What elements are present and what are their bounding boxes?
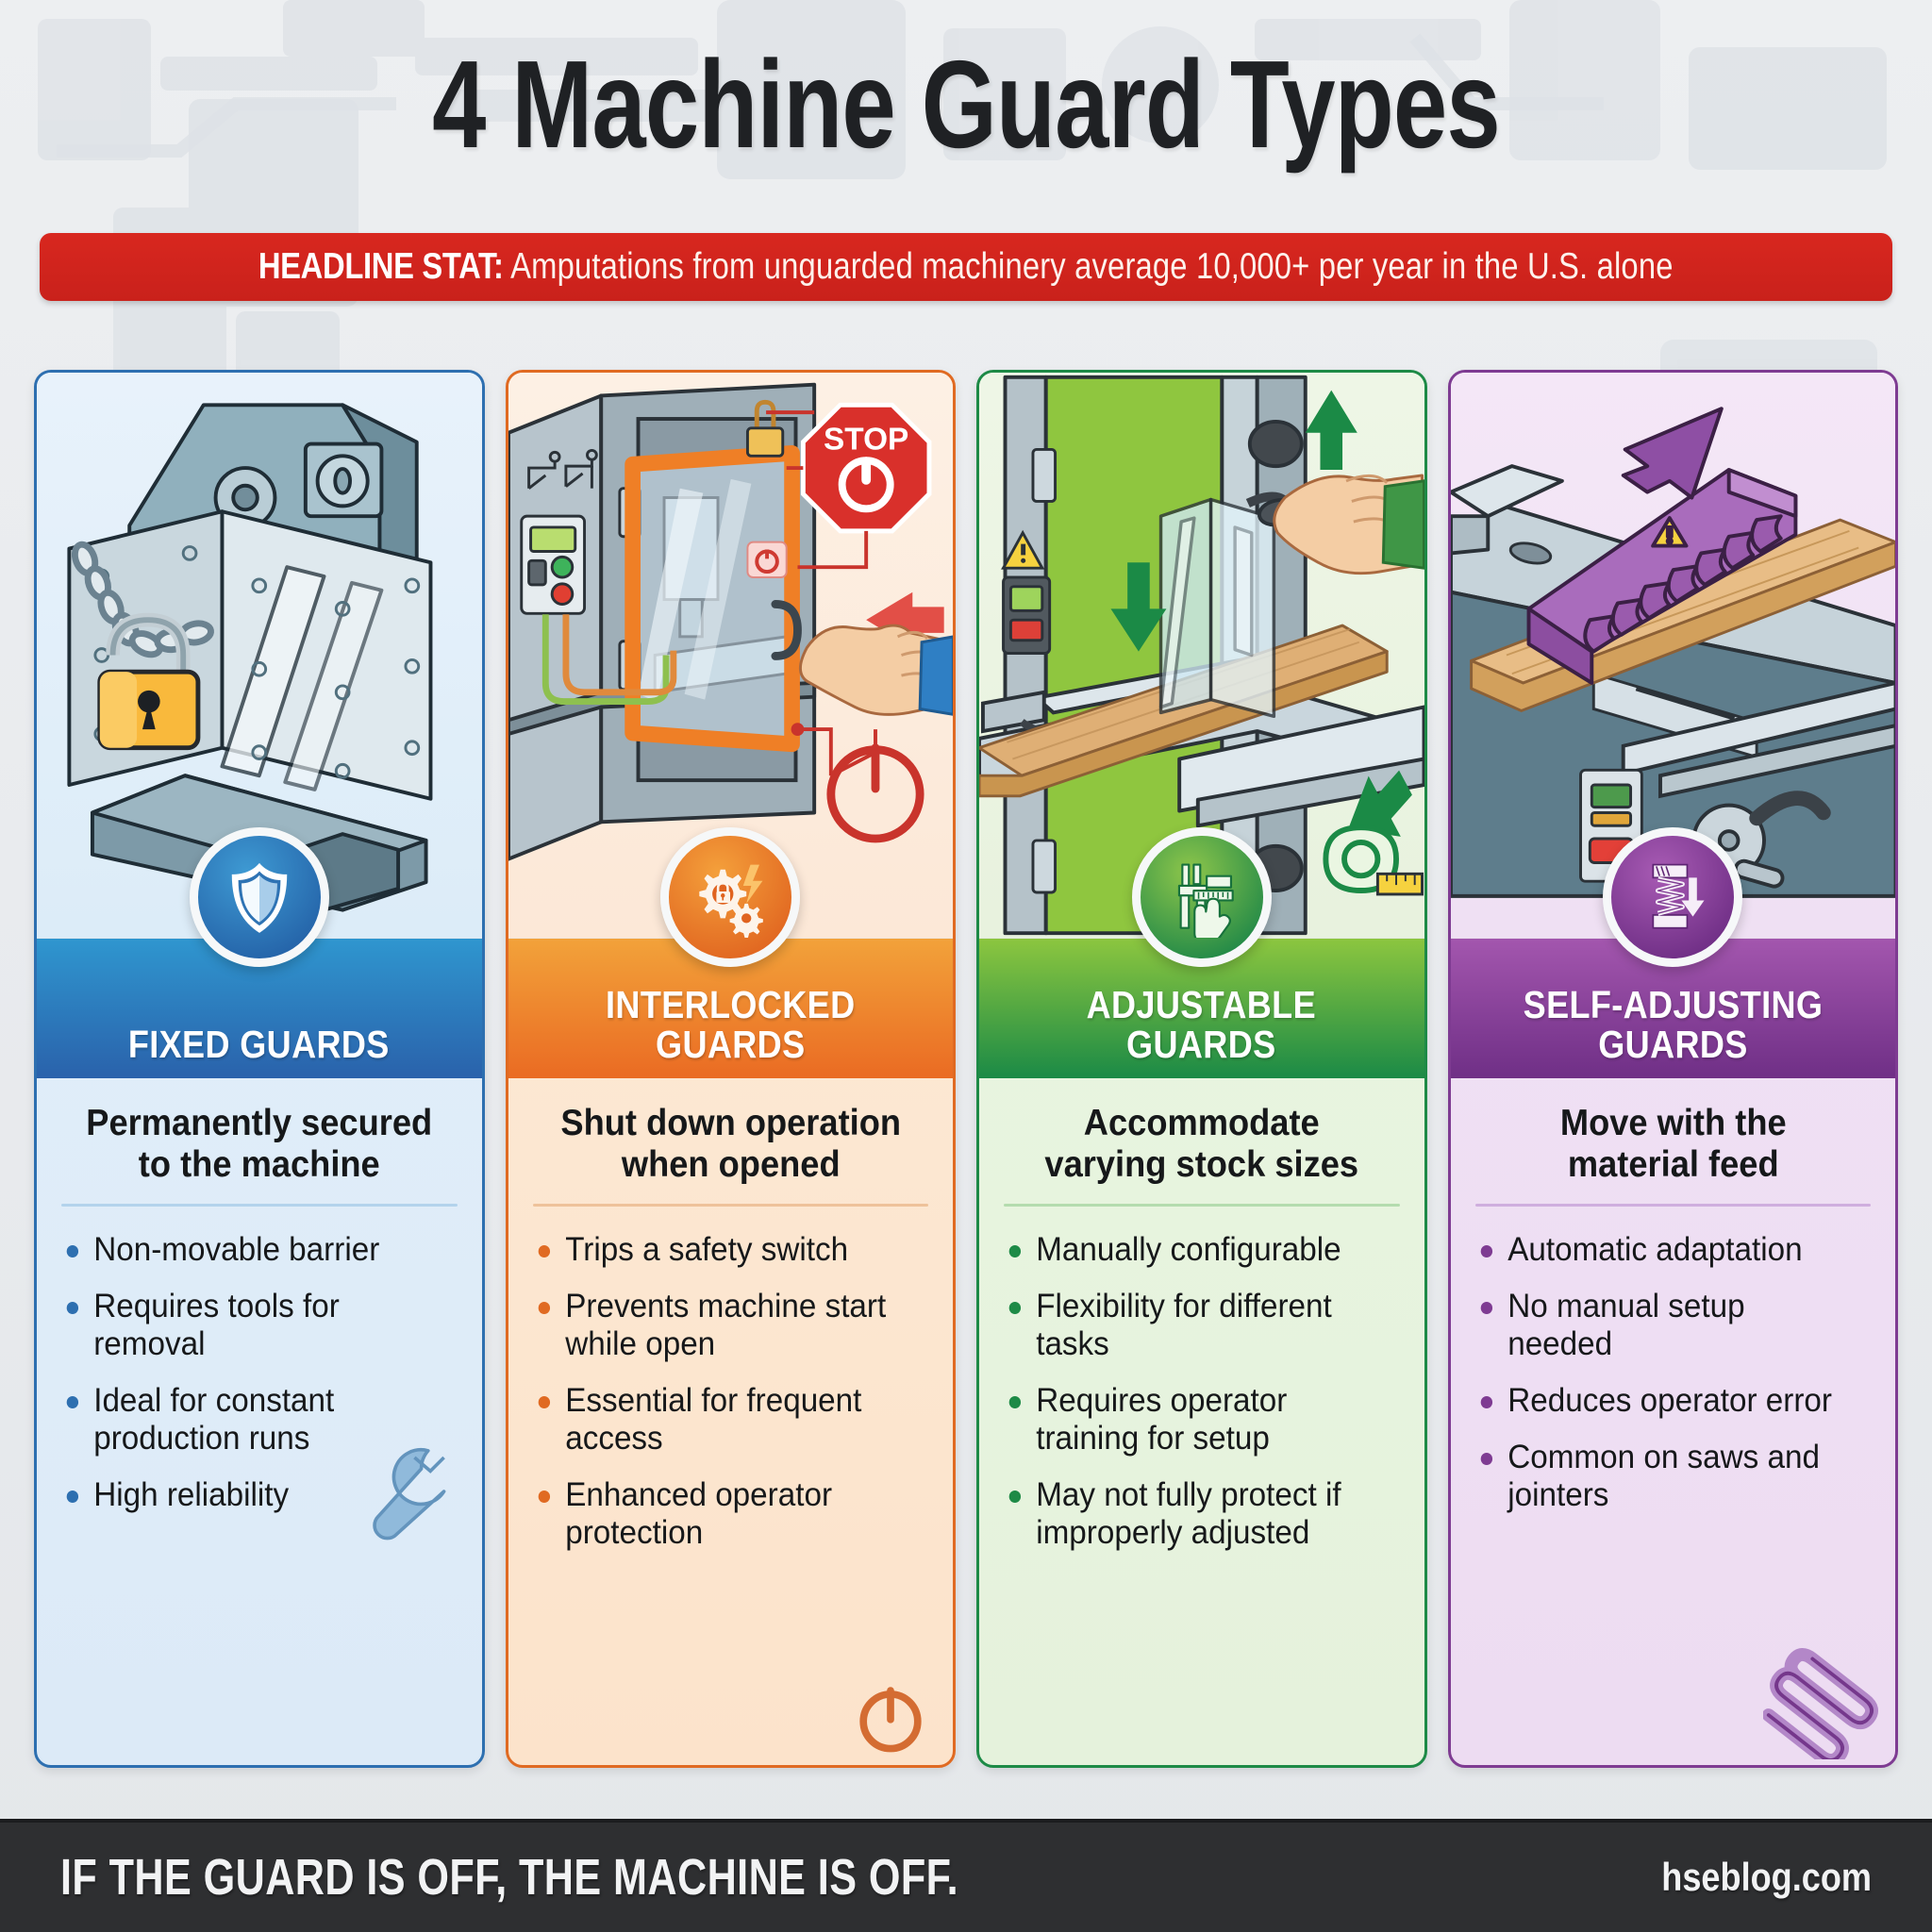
headline-stat-banner: HEADLINE STAT: Amputations from unguarde… [40, 233, 1892, 301]
spring-arrow-icon [1603, 827, 1743, 967]
bullet-list-interlocked-guards: Trips a safety switch Prevents machine s… [508, 1207, 954, 1765]
list-item: Automatic adaptation [1475, 1231, 1857, 1269]
card-header-fixed-guards: FIXED GUARDS [37, 827, 482, 1078]
card-subtitle-adjustable-guards: Accommodate varying stock sizes [1044, 1103, 1359, 1185]
page-title: 4 Machine Guard Types [432, 35, 1501, 174]
footer-site-url: hseblog.com [1661, 1855, 1872, 1899]
bullet-list-self-adjusting-guards: Automatic adaptation No manual setup nee… [1451, 1207, 1896, 1765]
list-item: Reduces operator error [1475, 1382, 1857, 1420]
gear-lock-bolt-icon [660, 827, 801, 967]
card-header-adjustable-guards: ADJUSTABLE GUARDS [979, 827, 1424, 1078]
list-item: Prevents machine start while open [533, 1288, 914, 1363]
card-title-adjustable-guards: ADJUSTABLE GUARDS [1087, 982, 1317, 1067]
svg-text:STOP: STOP [824, 422, 908, 457]
padlock-icon [97, 612, 201, 751]
illustration-self-adjusting-guards [1450, 373, 1895, 939]
bullet-list-fixed-guards: Non-movable barrier Requires tools for r… [37, 1207, 482, 1765]
headline-stat-text: HEADLINE STAT: Amputations from unguarde… [258, 246, 1674, 288]
card-divider [1004, 1204, 1400, 1208]
stop-sign-icon: STOP [800, 402, 931, 534]
illustration-fixed-guards [37, 373, 482, 939]
bullet-list-adjustable-guards: Manually configurable Flexibility for di… [979, 1207, 1424, 1765]
card-title-fixed-guards: FIXED GUARDS [128, 1023, 391, 1067]
caliper-hand-icon [1131, 827, 1272, 967]
card-interlocked-guards[interactable]: STOP [505, 370, 956, 1768]
list-item: Common on saws and jointers [1475, 1439, 1857, 1514]
card-fixed-guards[interactable]: FIXED GUARDS Permanently secured to the … [34, 370, 485, 1768]
card-subtitle-fixed-guards: Permanently secured to the machine [86, 1103, 433, 1185]
card-subtitle-interlocked-guards: Shut down operation when opened [559, 1103, 901, 1185]
footer-bar: IF THE GUARD IS OFF, THE MACHINE IS OFF.… [0, 1819, 1932, 1932]
footer-slogan: IF THE GUARD IS OFF, THE MACHINE IS OFF. [60, 1849, 959, 1906]
card-subtitle-self-adjusting-guards: Move with the material feed [1559, 1103, 1787, 1185]
card-divider [1474, 1204, 1871, 1208]
list-item: Manually configurable [1004, 1231, 1385, 1269]
list-item: Flexibility for different tasks [1004, 1288, 1385, 1363]
power-icon [845, 1671, 936, 1761]
spring-coil-icon [1761, 1641, 1882, 1765]
list-item: May not fully protect if improperly adju… [1004, 1476, 1385, 1552]
list-item: Requires tools for removal [61, 1288, 442, 1363]
list-item: High reliability [61, 1476, 442, 1514]
guard-type-card-row: FIXED GUARDS Permanently secured to the … [34, 370, 1898, 1768]
card-header-self-adjusting-guards: SELF-ADJUSTING GUARDS [1450, 827, 1895, 1078]
card-self-adjusting-guards[interactable]: SELF-ADJUSTING GUARDS Move with the mate… [1447, 370, 1898, 1768]
shield-icon [189, 827, 329, 967]
list-item: No manual setup needed [1475, 1288, 1857, 1363]
list-item: Enhanced operator protection [533, 1476, 914, 1552]
headline-stat-body: Amputations from unguarded machinery ave… [510, 246, 1674, 287]
card-header-interlocked-guards: INTERLOCKED GUARDS [508, 827, 953, 1078]
card-adjustable-guards[interactable]: ADJUSTABLE GUARDS Accommodate varying st… [976, 370, 1427, 1768]
card-divider [532, 1204, 928, 1208]
list-item: Ideal for constant production runs [61, 1382, 442, 1457]
headline-stat-label: HEADLINE STAT: [258, 246, 504, 287]
list-item: Trips a safety switch [533, 1231, 914, 1269]
power-icon [825, 743, 924, 843]
list-item: Non-movable barrier [61, 1231, 442, 1269]
list-item: Essential for frequent access [533, 1382, 914, 1457]
card-title-interlocked-guards: INTERLOCKED GUARDS [606, 982, 856, 1067]
list-item: Requires operator training for setup [1004, 1382, 1385, 1457]
card-title-self-adjusting-guards: SELF-ADJUSTING GUARDS [1523, 982, 1824, 1067]
card-divider [61, 1204, 458, 1208]
illustration-interlocked-guards: STOP [508, 373, 953, 939]
